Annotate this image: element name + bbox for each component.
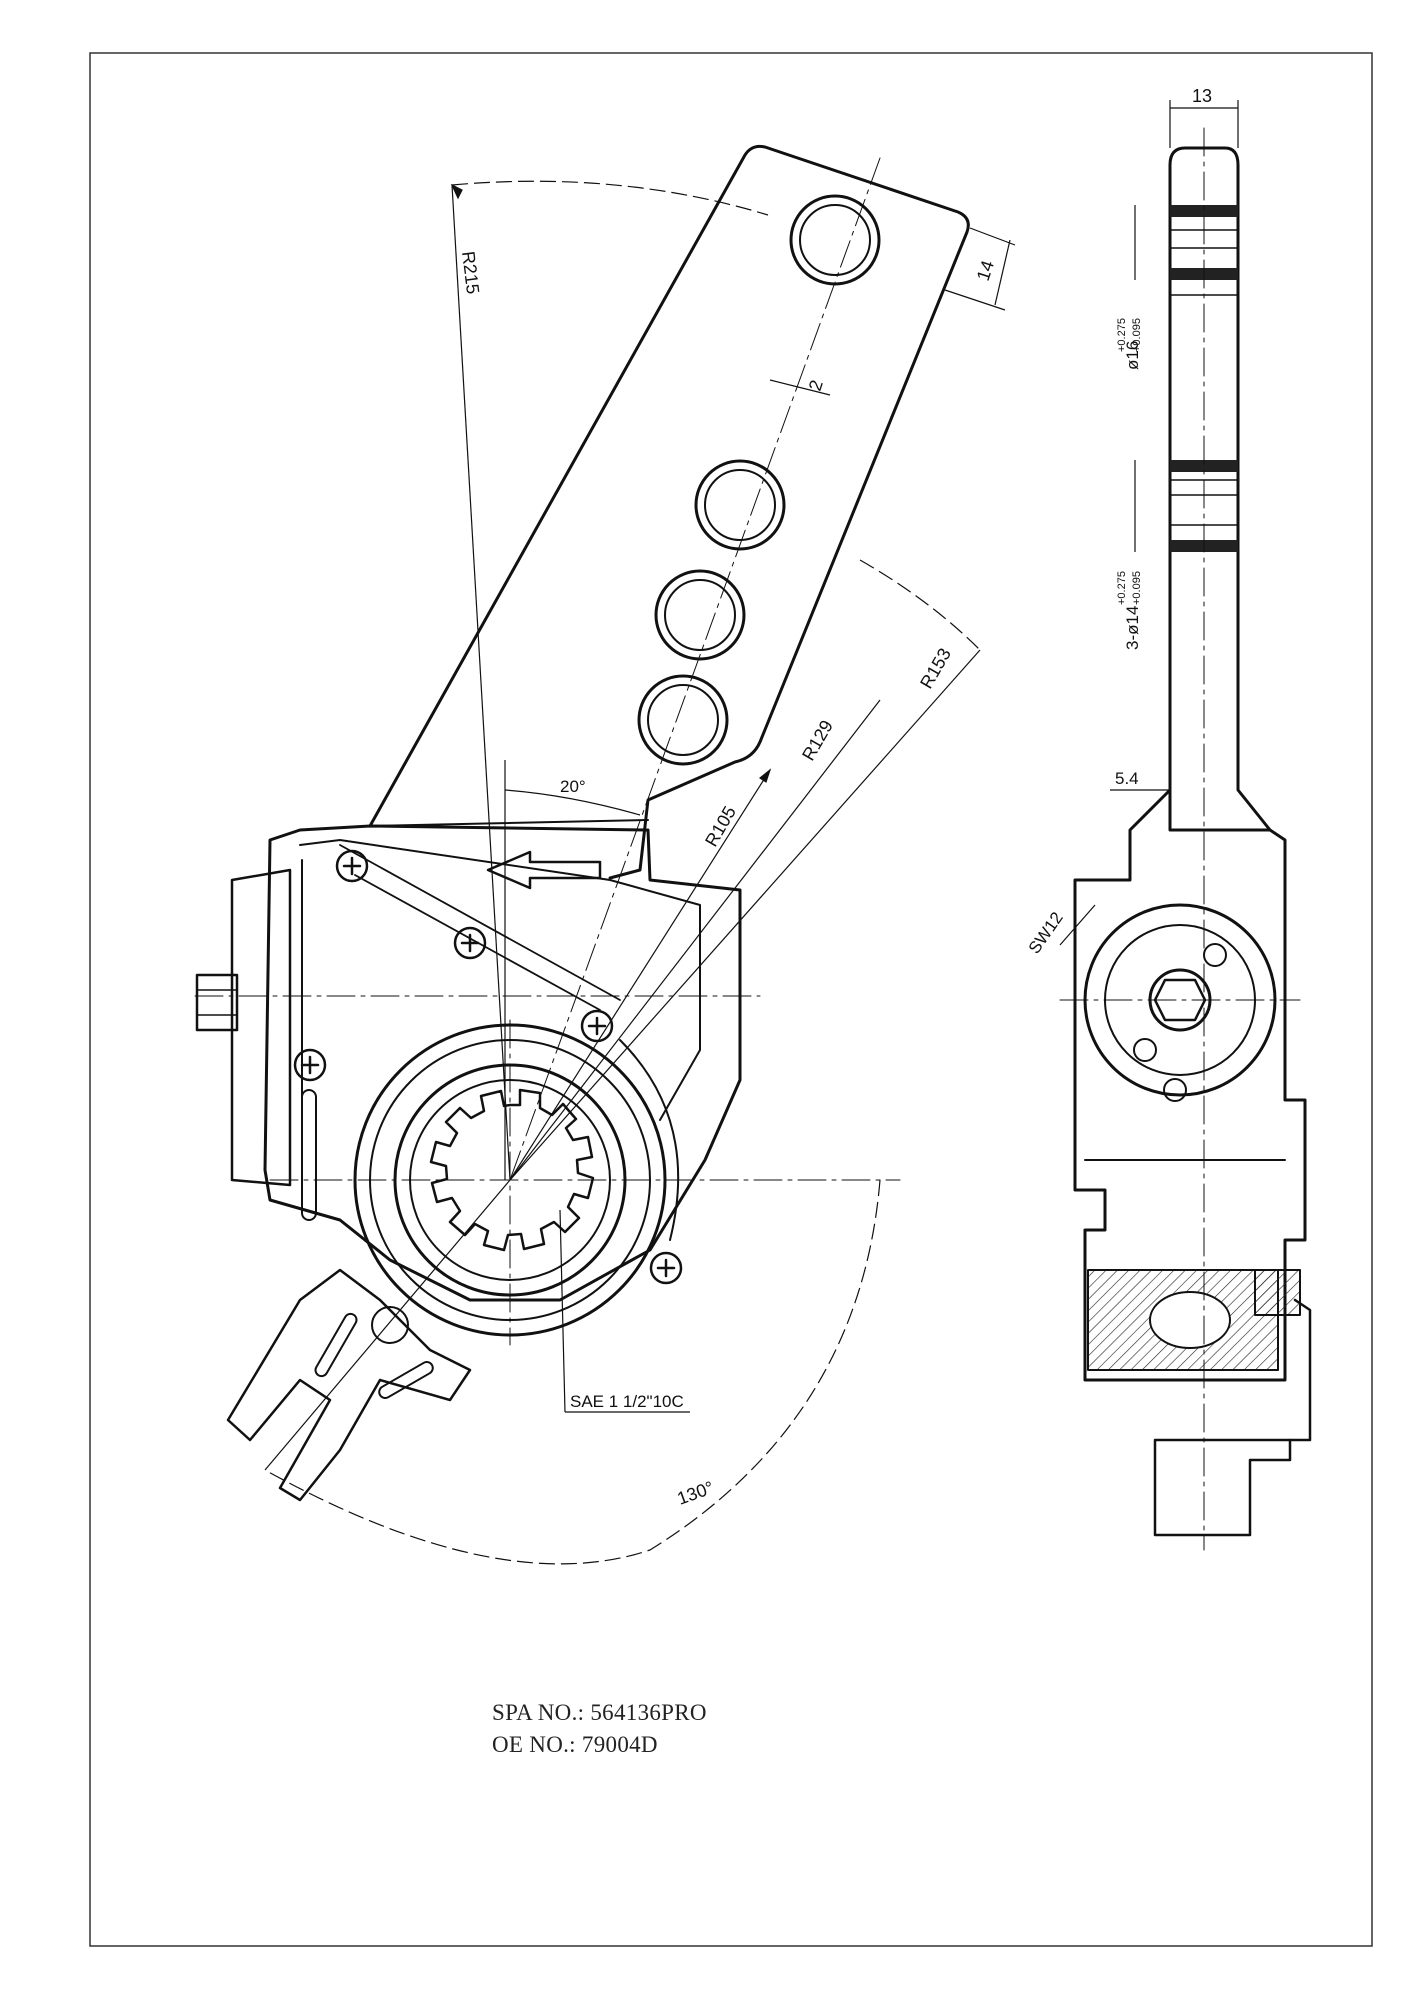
sheet-border (89, 52, 1373, 1947)
dim-hole-14: 3-ø14 (1123, 606, 1142, 650)
housing-body (263, 824, 742, 1302)
front-view (194, 144, 970, 1502)
arm-hole-2 (694, 459, 786, 551)
dim-r215: R215 (458, 250, 483, 295)
dim-angle-20: 20° (560, 777, 586, 796)
direction-arrow (486, 850, 602, 890)
arm-hole-1 (789, 194, 881, 286)
arm-step (369, 819, 649, 827)
dim-14: 14 (973, 258, 998, 283)
arm-hole-4 (637, 674, 729, 766)
housing-side-cover (230, 868, 292, 1187)
dim-2: 2 (805, 378, 827, 394)
dim-hole-16-tol-upper: +0.275 (1116, 318, 1128, 352)
housing-cover-plate (299, 839, 701, 1121)
screw-3 (580, 1009, 614, 1043)
dim-spline: SAE 1 1/2"10C (570, 1392, 684, 1411)
adjuster-nut (195, 973, 239, 1032)
dim-5-4: 5.4 (1115, 769, 1139, 788)
side-dimensions (1059, 100, 1239, 946)
dim-hole-16: ø16 (1123, 341, 1142, 370)
arm-hole-3 (654, 569, 746, 661)
front-dimensions (264, 180, 1016, 1565)
side-arm (1168, 146, 1272, 832)
dim-angle-130: 130° (675, 1477, 717, 1509)
side-view (1059, 127, 1312, 1551)
bracket (226, 1268, 472, 1502)
screw-4 (293, 1048, 327, 1082)
dim-hole-14-tol-lower: +0.095 (1131, 571, 1143, 605)
spa-number: SPA NO.: 564136PRO (492, 1700, 707, 1725)
dim-hole-14-tol-upper: +0.275 (1116, 571, 1128, 605)
dim-r129: R129 (798, 717, 837, 764)
dim-hole-16-tol-lower: +0.095 (1131, 318, 1143, 352)
screw-2 (453, 926, 487, 960)
slack-adjuster-arm (368, 144, 970, 880)
hole-centerline (509, 157, 881, 1181)
front-dimension-labels: R215 14 2 R153 R129 R105 20° 130° SAE 1 … (458, 250, 998, 1509)
side-housing (1073, 788, 1307, 1382)
screw-5 (649, 1251, 683, 1285)
dim-13: 13 (1192, 86, 1212, 106)
side-bracket (1153, 1438, 1292, 1537)
dim-sw12: SW12 (1025, 908, 1067, 957)
oe-number: OE NO.: 79004D (492, 1732, 658, 1757)
screw-1 (335, 849, 369, 883)
